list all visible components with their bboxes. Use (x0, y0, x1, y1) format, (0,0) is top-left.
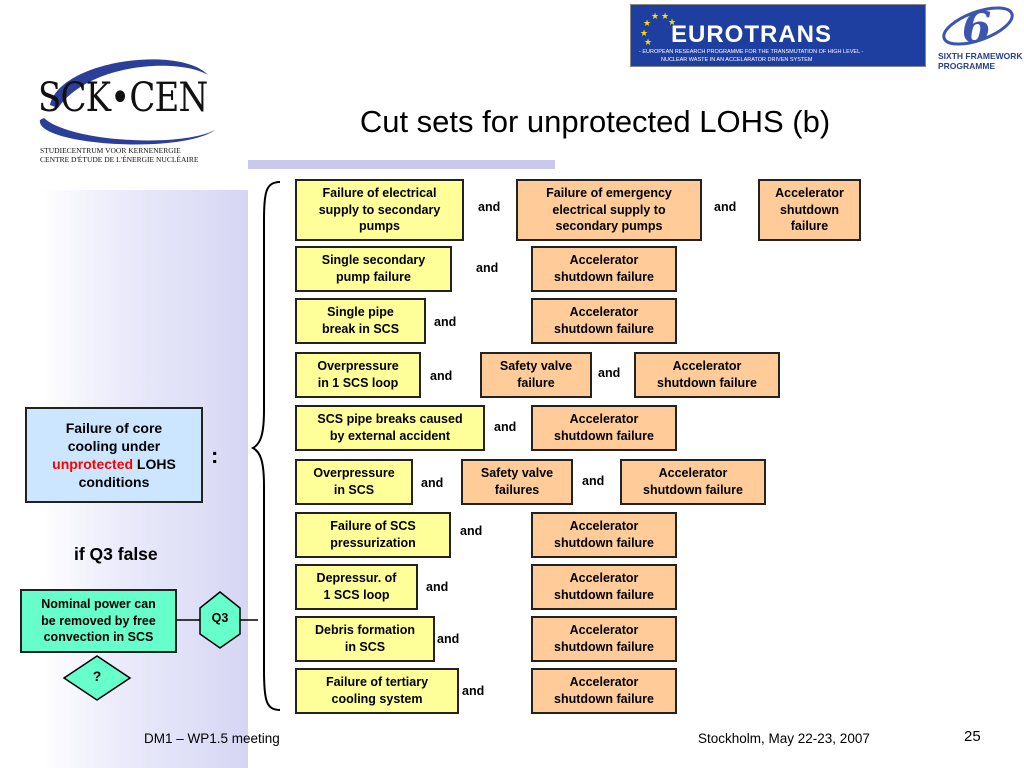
top-event-box: Failure of core cooling under unprotecte… (25, 407, 203, 503)
svg-text:★: ★ (643, 19, 651, 29)
nominal-line3: convection in SCS (43, 630, 154, 645)
condition-label: if Q3 false (74, 544, 158, 564)
top-event-red-word: unprotected (52, 456, 134, 472)
logo-swoosh-icon (39, 59, 215, 145)
colon-symbol: : (211, 443, 219, 468)
q3-connector-lines (176, 619, 258, 621)
top-event-line3-rest: LOHS (133, 456, 176, 472)
eurotrans-subtitle-2: NUCLEAR WASTE IN AN ACCELARATOR DRIVEN S… (661, 57, 813, 63)
title-underline-bar (248, 160, 555, 169)
top-event-line1: Failure of core (65, 419, 163, 436)
fp6-label-1: SIXTH FRAMEWORK (938, 51, 1023, 61)
row5-and1: and (494, 420, 517, 434)
top-event-line2: cooling under (67, 437, 161, 454)
row8-and1: and (426, 580, 449, 594)
row7-and1: and (460, 524, 483, 538)
sck-cen-logo: SCK•CEN (38, 75, 208, 121)
logo-subtitle-nl: STUDIECENTRUM VOOR KERNENERGIE (40, 146, 181, 155)
eurotrans-title: EUROTRANS (671, 21, 833, 48)
row1-and1: and (478, 200, 501, 214)
row6-and2: and (582, 474, 605, 488)
row10-and1: and (462, 684, 485, 698)
slide-number: 25 (964, 728, 981, 745)
row2-and1: and (476, 261, 499, 275)
eurotrans-logo: ★★★ ★★★ EUROTRANS - EUROPEAN RESEARCH PR… (630, 4, 926, 67)
fp6-logo-icon: 6 (942, 4, 1014, 48)
nominal-line1: Nominal power can (41, 596, 156, 611)
footer-meeting: DM1 – WP1.5 meeting (144, 731, 280, 746)
nominal-power-box: Nominal power can be removed by free con… (20, 589, 177, 653)
nominal-line2: be removed by free (41, 613, 156, 628)
row9-and1: and (437, 632, 460, 646)
page-title: Cut sets for unprotected LOHS (b) (359, 104, 831, 139)
curly-brace (250, 181, 281, 711)
q3-label: Q3 (211, 611, 229, 625)
top-event-line4: conditions (78, 474, 150, 491)
logo-subtitle-fr: CENTRE D'ÉTUDE DE L'ÉNERGIE NUCLÉAIRE (40, 155, 199, 164)
svg-text:★: ★ (651, 12, 659, 22)
question-label: ? (92, 668, 102, 684)
row1-and2: and (714, 200, 737, 214)
eu-stars-icon: ★★★ ★★★ (640, 12, 676, 48)
svg-text:★: ★ (644, 38, 652, 48)
svg-text:6: 6 (962, 4, 991, 48)
svg-text:★: ★ (640, 29, 648, 39)
row6-and1: and (421, 476, 444, 490)
footer-date: Stockholm, May 22-23, 2007 (698, 731, 870, 746)
eurotrans-subtitle-1: - EUROPEAN RESEARCH PROGRAMME FOR THE TR… (639, 49, 864, 55)
fp6-label-2: PROGRAMME (938, 61, 996, 71)
row3-and1: and (434, 315, 457, 329)
svg-text:★: ★ (661, 12, 669, 22)
svg-text:★: ★ (668, 18, 676, 28)
question-diamond (62, 655, 132, 701)
row4-and2: and (598, 366, 621, 380)
row4-and1: and (430, 369, 453, 383)
q3-decision-shape (199, 591, 241, 649)
